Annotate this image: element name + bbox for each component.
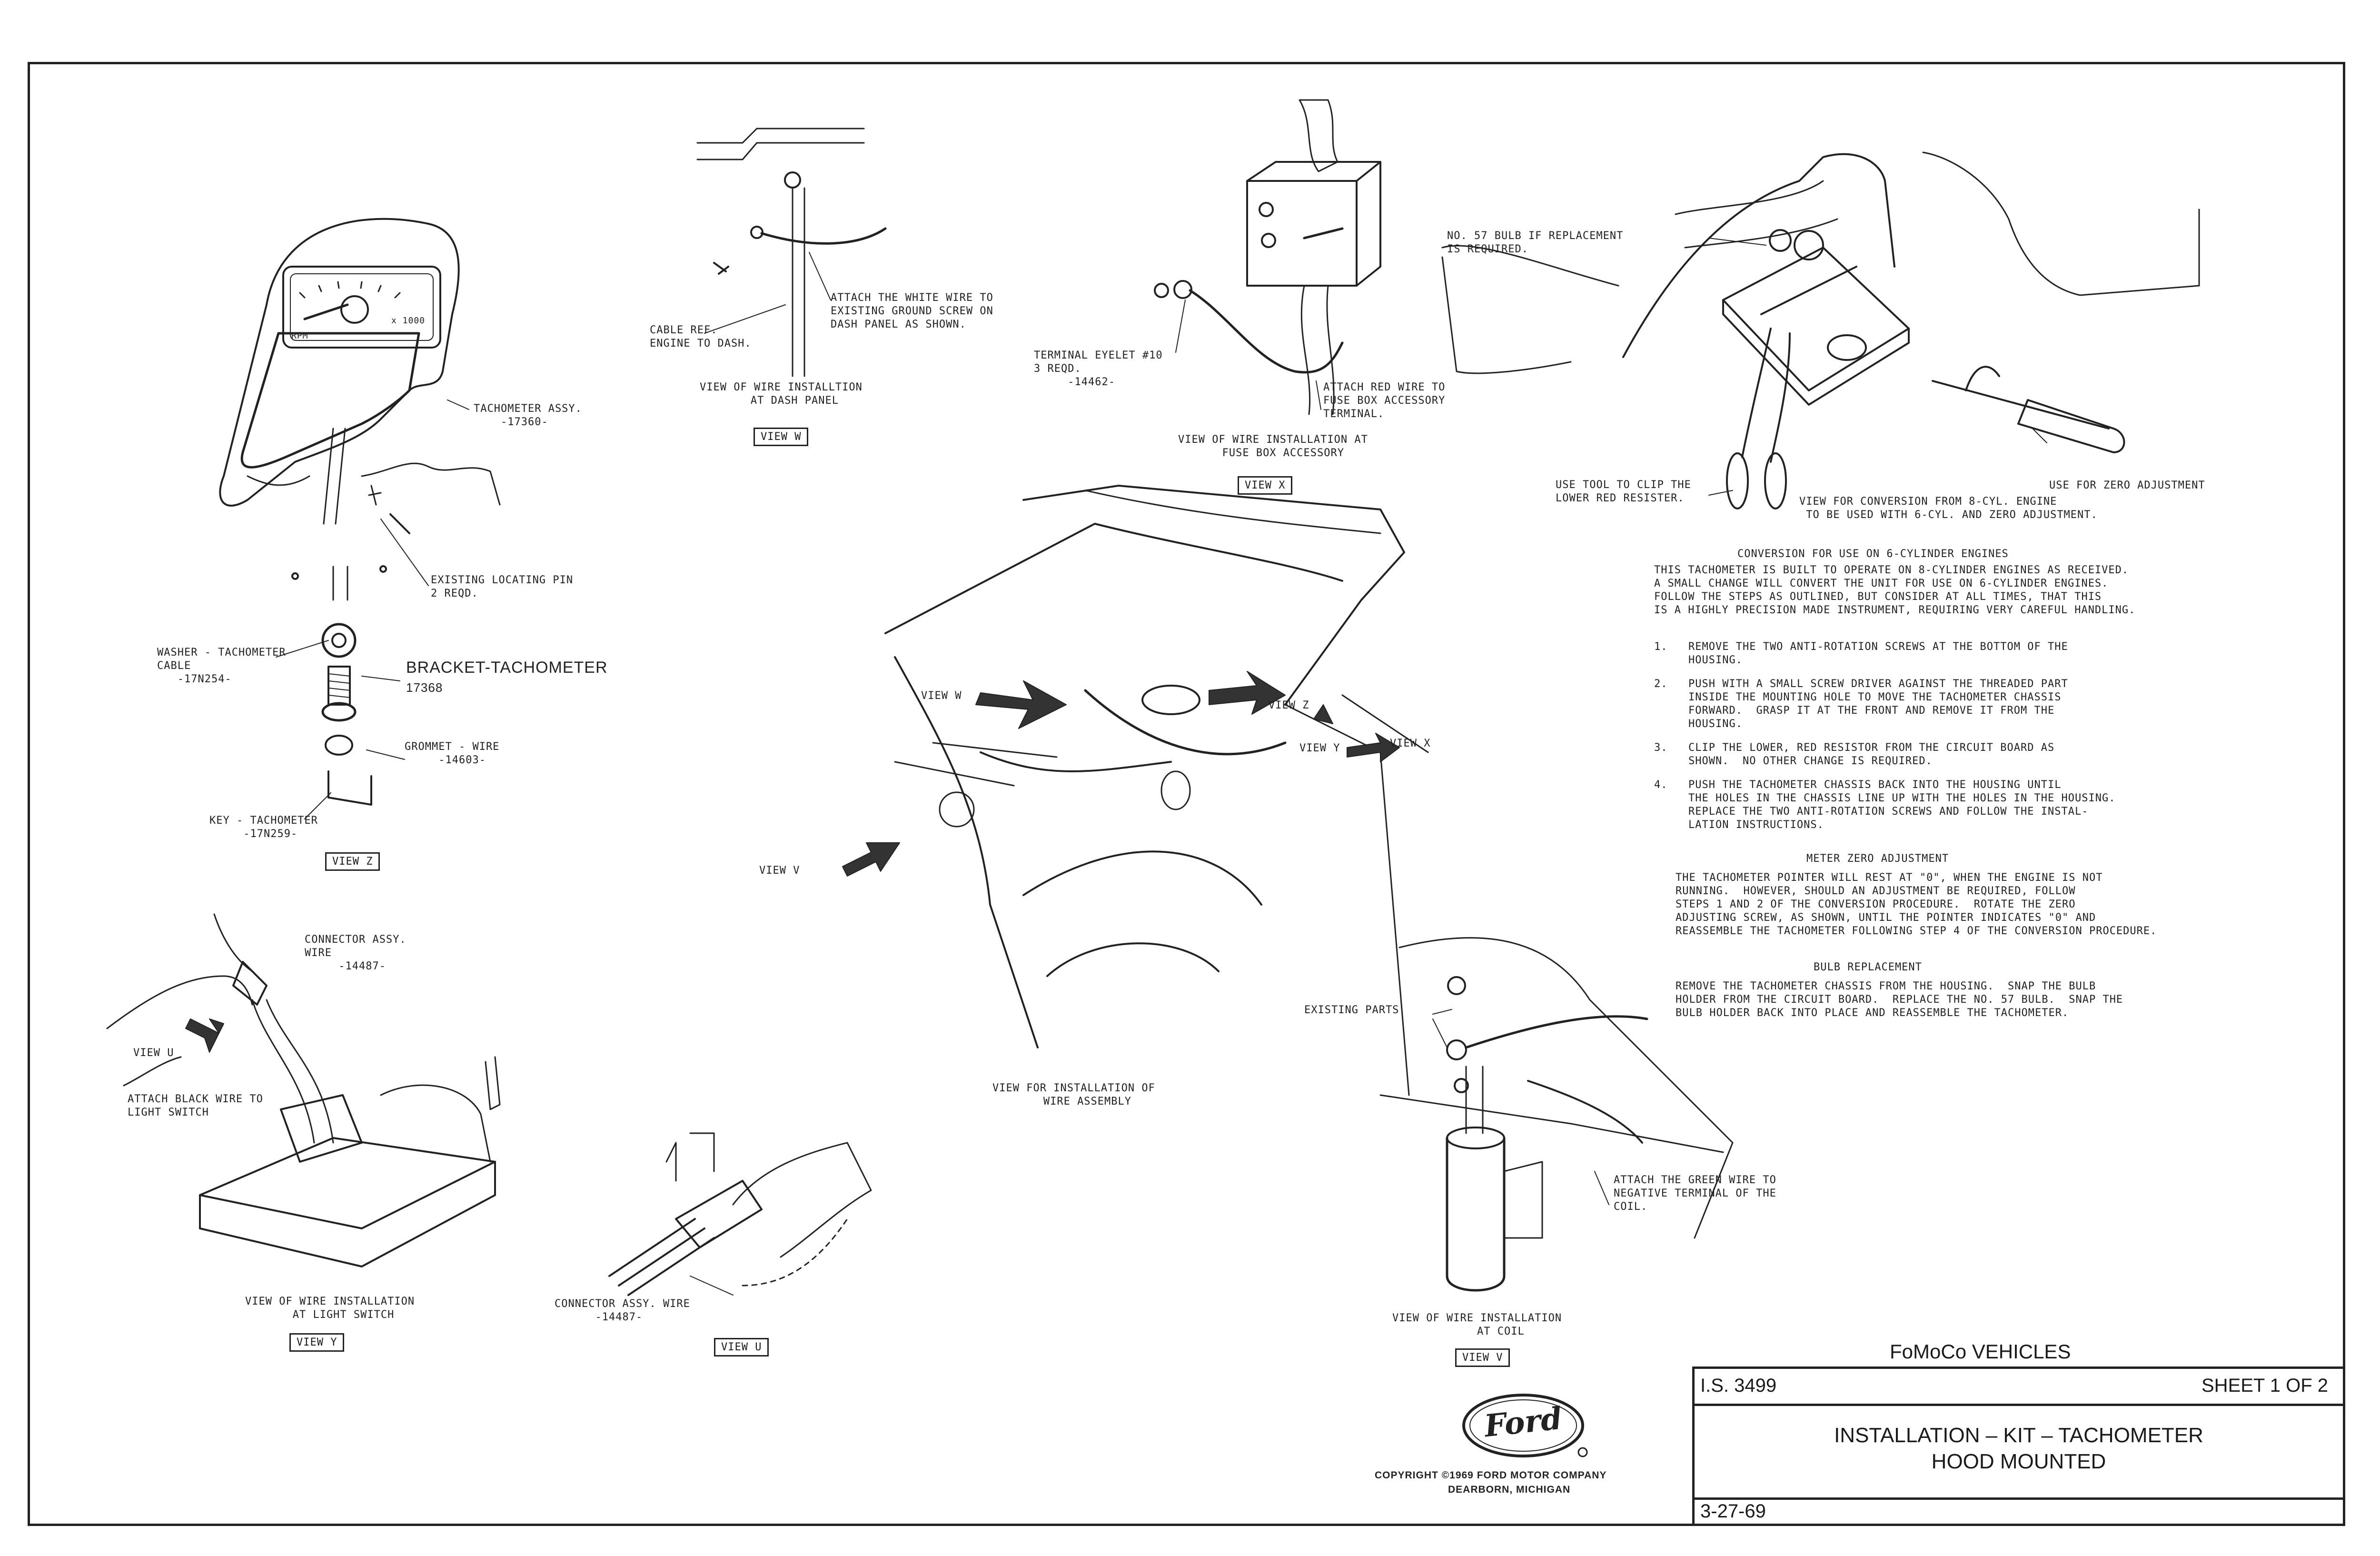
step-item: 1. REMOVE THE TWO ANTI-ROTATION SCREWS A… (1654, 640, 2115, 667)
car-engine-bay-drawing (843, 486, 1428, 1095)
cable-ref-label: CABLE REF. ENGINE TO DASH. (650, 324, 752, 349)
view-v-box: VIEW V (1455, 1348, 1510, 1367)
view-v-caption: VIEW OF WIRE INSTALLATION AT COIL (1392, 1312, 1562, 1337)
step-number: 4. (1654, 779, 1668, 791)
location-label: DEARBORN, MICHIGAN (1448, 1484, 1571, 1495)
step-item: 3. CLIP THE LOWER, RED RESISTOR FROM THE… (1654, 741, 2115, 768)
view-w-box: VIEW W (754, 428, 809, 446)
drawing-title-line-2: HOOD MOUNTED (1931, 1450, 2106, 1473)
step-text: CLIP THE LOWER, RED RESISTOR FROM THE CI… (1688, 742, 2055, 767)
step-text: PUSH WITH A SMALL SCREW DRIVER AGAINST T… (1688, 678, 2068, 730)
main-view-caption: VIEW FOR INSTALLATION OF WIRE ASSEMBLY (992, 1082, 1155, 1107)
main-view-z-label: VIEW Z (1269, 699, 1309, 711)
sheet-number: SHEET 1 OF 2 (2202, 1375, 2329, 1396)
vehicles-label: FoMoCo VEHICLES (1890, 1340, 2071, 1363)
connector-drawing (609, 1133, 871, 1295)
bracket-title-label: BRACKET-TACHOMETER (406, 658, 608, 677)
view-u-label: VIEW U (133, 1047, 174, 1059)
bulb-replacement-block: BULB REPLACEMENT REMOVE THE TACHOMETER C… (1676, 961, 2123, 1020)
view-y-box: VIEW Y (289, 1333, 345, 1352)
step-item: 2. PUSH WITH A SMALL SCREW DRIVER AGAINS… (1654, 678, 2115, 731)
gauge-rpm-label: RPM (291, 331, 308, 341)
step-item: 4. PUSH THE TACHOMETER CHASSIS BACK INTO… (1654, 778, 2115, 832)
connector-assy-label: CONNECTOR ASSY. WIRE -14487- (305, 934, 407, 972)
grommet-label: GROMMET - WIRE -14603- (405, 741, 500, 766)
terminal-eyelet-label: TERMINAL EYELET #10 3 REQD. -14462- (1034, 349, 1163, 388)
step-text: REMOVE THE TWO ANTI-ROTATION SCREWS AT T… (1688, 641, 2068, 666)
bulb-label: NO. 57 BULB IF REPLACEMENT IS REQUIRED. (1447, 230, 1624, 255)
drawing-frame (28, 62, 2345, 1526)
main-view-x-label: VIEW X (1390, 738, 1431, 749)
red-wire-label: ATTACH RED WIRE TO FUSE BOX ACCESSORY TE… (1323, 381, 1446, 420)
title-block-top-border (1692, 1366, 2345, 1369)
is-number: I.S. 3499 (1700, 1375, 1777, 1396)
locating-pin-label: EXISTING LOCATING PIN 2 REQD. (431, 574, 574, 599)
tachometer-housing-drawing (220, 219, 500, 819)
connector-assy-wire-label: CONNECTOR ASSY. WIRE -14487- (555, 1298, 690, 1323)
drawing-title-line-1: INSTALLATION – KIT – TACHOMETER (1834, 1424, 2203, 1447)
view-z-box: VIEW Z (325, 852, 380, 871)
light-switch-drawing (107, 914, 500, 1267)
dash-panel-drawing (697, 129, 885, 376)
main-view-y-label: VIEW Y (1299, 742, 1340, 754)
conversion-intro: THIS TACHOMETER IS BUILT TO OPERATE ON 8… (1654, 564, 2136, 616)
step-text: PUSH THE TACHOMETER CHASSIS BACK INTO TH… (1688, 779, 2116, 831)
bracket-number-label: 17368 (406, 680, 443, 695)
meter-zero-title: METER ZERO ADJUSTMENT (1806, 853, 1949, 865)
view-x-caption: VIEW OF WIRE INSTALLATION AT FUSE BOX AC… (1178, 434, 1368, 459)
conversion-title: CONVERSION FOR USE ON 6-CYLINDER ENGINES (1737, 548, 2009, 560)
drawing-date: 3-27-69 (1700, 1501, 1766, 1522)
meter-zero-block: METER ZERO ADJUSTMENT THE TACHOMETER POI… (1676, 852, 2157, 938)
gauge-scale-label: x 1000 (391, 316, 426, 326)
key-tachometer-label: KEY - TACHOMETER -17N259- (209, 815, 318, 840)
main-view-v-label: VIEW V (759, 865, 800, 877)
title-block-divider-1 (1692, 1404, 2345, 1406)
conversion-caption: VIEW FOR CONVERSION FROM 8-CYL. ENGINE T… (1799, 496, 2098, 521)
white-wire-label: ATTACH THE WHITE WIRE TO EXISTING GROUND… (831, 292, 993, 330)
main-view-w-label: VIEW W (921, 690, 962, 702)
title-block-divider-2 (1692, 1497, 2345, 1500)
view-w-caption: VIEW OF WIRE INSTALLTION AT DASH PANEL (700, 381, 863, 407)
existing-parts-label: EXISTING PARTS (1304, 1004, 1399, 1016)
step-number: 2. (1654, 678, 1668, 690)
view-x-box: VIEW X (1238, 476, 1293, 495)
instructions-block: CONVERSION FOR USE ON 6-CYLINDER ENGINES… (1654, 548, 2135, 617)
bulb-replacement-title: BULB REPLACEMENT (1814, 961, 1922, 973)
copyright-label: COPYRIGHT ©1969 FORD MOTOR COMPANY (1375, 1470, 1607, 1481)
coil-drawing (1380, 938, 1733, 1290)
conversion-steps: 1. REMOVE THE TWO ANTI-ROTATION SCREWS A… (1654, 640, 2115, 842)
tach-chassis-drawing (1442, 152, 2199, 509)
tachometer-assy-label: TACHOMETER ASSY. -17360- (474, 403, 582, 428)
view-y-caption: VIEW OF WIRE INSTALLATION AT LIGHT SWITC… (245, 1296, 415, 1321)
bulb-replacement-text: REMOVE THE TACHOMETER CHASSIS FROM THE H… (1676, 980, 2123, 1019)
step-number: 3. (1654, 742, 1668, 754)
green-wire-label: ATTACH THE GREEN WIRE TO NEGATIVE TERMIN… (1614, 1174, 1776, 1213)
step-number: 1. (1654, 641, 1668, 653)
title-block-left-border (1692, 1366, 1695, 1526)
fuse-box-drawing (1155, 100, 1380, 414)
zero-adjust-label: USE FOR ZERO ADJUSTMENT (2049, 479, 2205, 491)
ford-logo-oval (1464, 1395, 1587, 1456)
view-u-box: VIEW U (714, 1338, 769, 1357)
meter-zero-text: THE TACHOMETER POINTER WILL REST AT "0",… (1676, 872, 2157, 937)
washer-label: WASHER - TACHOMETER CABLE -17N254- (157, 647, 286, 685)
black-wire-label: ATTACH BLACK WIRE TO LIGHT SWITCH (128, 1093, 263, 1118)
clip-tool-label: USE TOOL TO CLIP THE LOWER RED RESISTER. (1556, 479, 1691, 504)
